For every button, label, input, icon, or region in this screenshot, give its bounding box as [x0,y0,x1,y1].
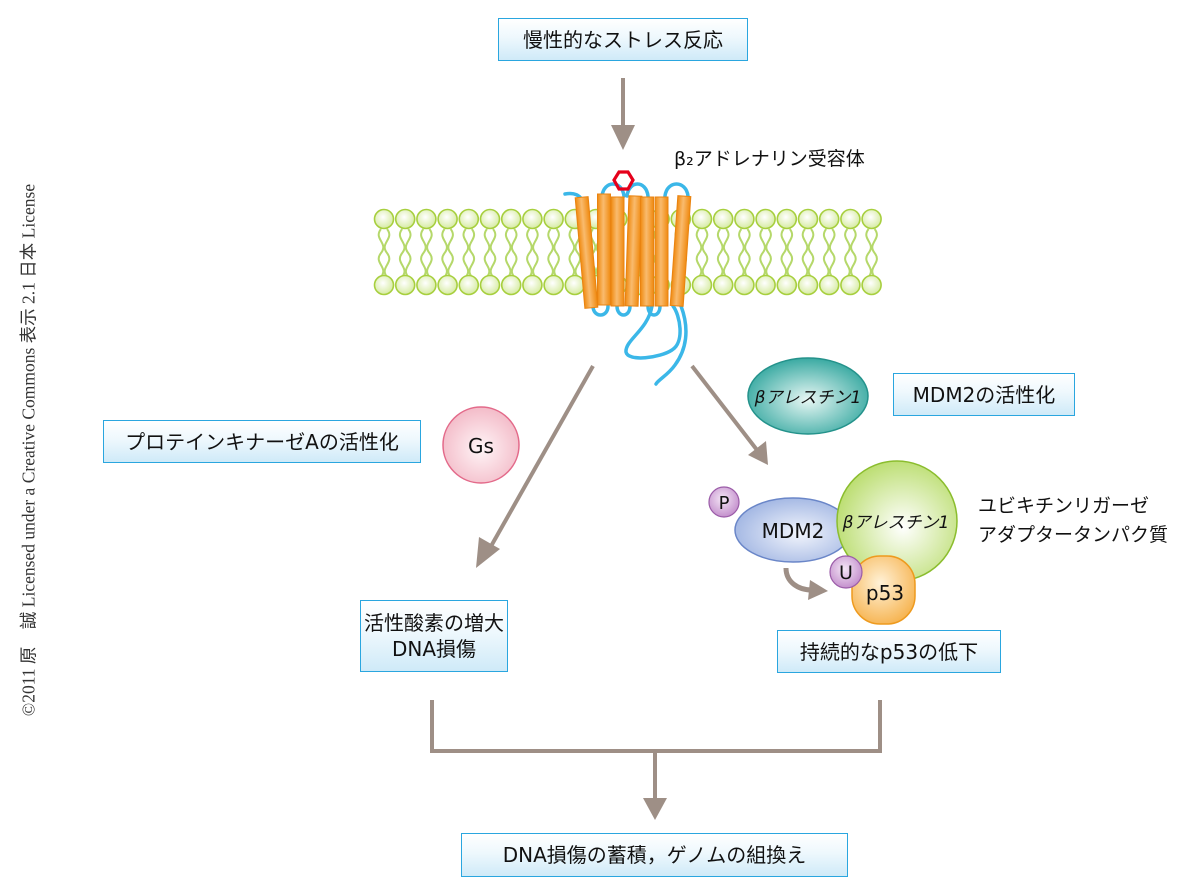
lipid-head [564,274,586,296]
complex-beta-arrestin-label: βアレスチン1 [842,513,950,533]
lipid-head [691,274,713,296]
phospho-label: P [719,493,730,514]
lipid-tail [695,228,709,278]
lipid-tail [420,228,433,278]
receptor-label-text: β₂アドレナリン受容体 [674,148,865,170]
final-outcome-text: DNA損傷の蓄積，ゲノムの組換え [502,843,807,867]
lipid-head [712,274,734,296]
lipid-tail [398,228,412,278]
lipid-head [818,274,840,296]
p53-label: p53 [866,581,904,605]
ligase-adaptor-label: ユビキチンリガーゼ アダプタータンパク質 [978,492,1168,550]
beta-arrestin-label: βアレスチン1 [754,388,862,408]
lipid-head [458,208,480,230]
transmembrane-helix [597,193,611,306]
lipid-head [437,208,458,230]
lipid-head [416,274,437,296]
lipid-head [734,274,755,296]
lipid-tail [716,228,730,278]
lipid-tail [738,228,751,278]
arrow-receptor-to-ros [476,365,595,568]
receptor-label: β₂アドレナリン受容体 [674,146,865,172]
ligase-label-line-1: ユビキチンリガーゼ [978,495,1150,517]
lipid-head [840,274,861,296]
lipid-head [818,208,840,230]
lipid-head [416,208,437,230]
transmembrane-helix [624,195,643,307]
receptor-loops [563,182,690,386]
lipid-head [543,274,564,296]
lipid-tail [483,228,497,278]
lipid-head [522,208,543,230]
arrow-to-final [643,798,667,820]
lipid-head [479,208,501,230]
lipid-head [394,208,416,230]
ligase-label-line-2: アダプタータンパク質 [978,524,1169,546]
transmembrane-helix [640,196,654,307]
beta-arrestin-1: βアレスチン1 [747,357,869,435]
lipid-tail [504,228,518,278]
lipid-head [522,274,543,296]
lipid-head [734,208,755,230]
lipid-head [500,274,522,296]
lipid-tail [801,228,815,278]
arrow-receptor-to-complex [690,364,768,465]
lipid-head [797,208,819,230]
final-outcome-box: DNA損傷の蓄積，ゲノムの組換え [461,833,848,877]
lipid-head [861,274,882,296]
lipid-head [373,274,395,296]
lipid-head [776,208,798,230]
mdm2-complex: P MDM2 βアレスチン1 U p53 [708,460,958,625]
lipid-head [394,274,416,296]
lipid-head [776,274,798,296]
lipid-tail [547,228,560,278]
p53-decrease-text: 持続的なp53の低下 [799,639,979,664]
pka-activation-text: プロテインキナーゼAの活性化 [125,429,399,454]
lipid-head [861,208,882,230]
arrow-stress-to-receptor [611,78,635,150]
lipid-head [840,208,861,230]
lipid-head [755,274,776,296]
lipid-tail [441,228,454,278]
transmembrane-helix [654,196,669,307]
ligand-icon [612,170,635,191]
mdm2-activation-box: MDM2の活性化 [893,373,1075,416]
lipid-head [458,274,480,296]
pka-activation-box: プロテインキナーゼAの活性化 [103,420,421,463]
ubiquitin-label: U [839,562,853,584]
lipid-head [437,274,458,296]
mdm2-label: MDM2 [762,519,825,543]
lipid-tail [780,228,794,278]
transmembrane-helix [574,196,599,309]
dna-damage-text: DNA損傷 [391,637,477,661]
mdm2-activation-text: MDM2の活性化 [912,382,1056,407]
gs-label: Gs [468,434,494,458]
merge-bracket [430,700,882,800]
lipid-head [755,208,776,230]
receptor-helices [574,193,692,309]
lipid-head [797,274,819,296]
lipid-tail [865,228,878,278]
gs-protein: Gs [442,406,520,484]
ubiquitination-arrow [783,567,813,593]
lipid-tail [759,228,772,278]
stress-response-box: 慢性的なストレス反応 [498,18,748,61]
transmembrane-helix [610,196,625,307]
lipid-tail [526,228,539,278]
lipid-head [712,208,734,230]
lipid-head [373,208,395,230]
stress-response-text: 慢性的なストレス反応 [523,27,723,52]
p53-decrease-box: 持続的なp53の低下 [777,630,1001,673]
lipid-tail [822,228,836,278]
lipid-tail [462,228,476,278]
lipid-head [479,274,501,296]
lipid-tail [377,228,391,278]
transmembrane-helix [669,195,692,307]
lipid-tail [844,228,857,278]
ros-dna-damage-box: 活性酸素の増大 DNA損傷 [360,600,508,672]
lipid-head [691,208,713,230]
lipid-head [543,208,564,230]
ros-text: 活性酸素の増大 [364,611,504,635]
lipid-head [500,208,522,230]
